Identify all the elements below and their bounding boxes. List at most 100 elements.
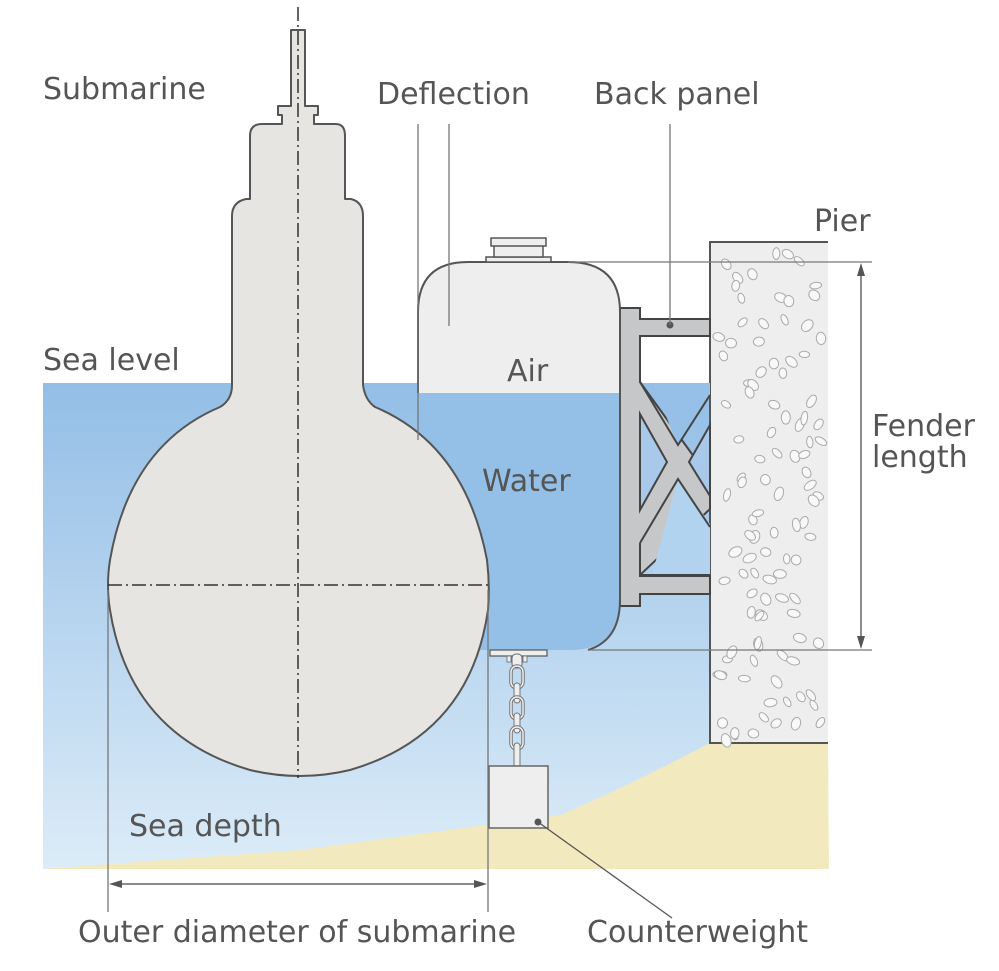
counterweight-leader bbox=[537, 821, 673, 919]
label-sea-depth: Sea depth bbox=[129, 809, 282, 844]
fender-valve-cap bbox=[485, 237, 552, 263]
label-pier: Pier bbox=[814, 204, 871, 239]
pier-pebble bbox=[737, 292, 746, 304]
pier-pebble bbox=[737, 674, 751, 683]
pier-pebble bbox=[807, 494, 820, 507]
pier-pebble bbox=[758, 712, 769, 723]
pier-pebble bbox=[786, 608, 801, 618]
pier-pebble bbox=[766, 426, 777, 439]
outer-diameter-dimension bbox=[109, 880, 487, 888]
pier-pebble bbox=[815, 331, 827, 346]
pier-pebble bbox=[773, 486, 785, 501]
pier-pebble bbox=[746, 606, 756, 619]
pier-pebble bbox=[778, 367, 788, 379]
pier-pebble bbox=[750, 567, 760, 579]
pier-pebble bbox=[747, 268, 758, 281]
pier-pebble bbox=[737, 317, 748, 328]
pier-pebble bbox=[744, 386, 755, 399]
pier-pebble bbox=[812, 637, 825, 650]
pier-pebble bbox=[737, 476, 747, 489]
pier-pebble bbox=[781, 249, 794, 260]
label-fender-length-line2: length bbox=[872, 440, 968, 475]
pier-pebble bbox=[804, 532, 817, 541]
pier-pebble bbox=[782, 696, 792, 708]
pier-pebble bbox=[803, 479, 817, 491]
pier-pebble bbox=[751, 509, 765, 518]
pier-pebble bbox=[728, 546, 743, 558]
pier-pebble bbox=[806, 435, 814, 449]
pier-pebble bbox=[738, 568, 749, 579]
pier-pebble bbox=[775, 593, 789, 603]
pier-pebble bbox=[786, 656, 801, 666]
label-back-panel: Back panel bbox=[594, 77, 760, 112]
pier-pebble bbox=[814, 436, 828, 446]
pier-pebble bbox=[799, 515, 809, 529]
pier-pebble bbox=[790, 554, 802, 566]
pier-pebble bbox=[770, 718, 782, 729]
pier-pebble bbox=[770, 675, 783, 689]
pier-pebble bbox=[800, 319, 814, 333]
label-counterweight: Counterweight bbox=[587, 915, 809, 950]
pier-pebble bbox=[731, 279, 741, 292]
pier-pebble bbox=[798, 350, 811, 359]
pier-pebble bbox=[730, 727, 740, 740]
pier-pebble bbox=[760, 592, 772, 606]
pier-pebble bbox=[800, 410, 809, 426]
pier-pebble bbox=[758, 318, 770, 330]
pier-pebble bbox=[785, 355, 798, 368]
label-sea-level: Sea level bbox=[43, 343, 180, 378]
pier-pebble bbox=[795, 691, 806, 703]
pier-pebble bbox=[780, 314, 789, 326]
pier-pebble bbox=[771, 447, 783, 459]
pier-aggregate-texture bbox=[712, 247, 828, 748]
pier-pebble bbox=[780, 410, 791, 425]
pier-pebble bbox=[718, 576, 731, 586]
seabed-sand bbox=[43, 743, 829, 869]
pier-pebble bbox=[790, 716, 802, 731]
pier-pebble bbox=[769, 526, 779, 539]
pier-pebble bbox=[742, 552, 757, 564]
back-panel-frame bbox=[619, 307, 711, 607]
pier-pebble bbox=[733, 435, 745, 444]
leader-lines bbox=[107, 124, 872, 919]
pier-pebble bbox=[789, 592, 801, 605]
pier-pebble bbox=[793, 256, 805, 267]
pier-pebble bbox=[755, 366, 767, 378]
label-fender-length-line1: Fender bbox=[872, 409, 975, 444]
pier-pebble bbox=[768, 399, 781, 410]
pier-pebble bbox=[749, 654, 759, 667]
pier-pebble bbox=[801, 466, 812, 479]
pier-pebble bbox=[773, 569, 787, 579]
pier-pebble bbox=[806, 394, 817, 408]
pier bbox=[709, 241, 828, 748]
pier-pebble bbox=[809, 699, 819, 711]
pier-pebble bbox=[754, 610, 765, 622]
pier-pebble bbox=[808, 289, 821, 302]
pier-pebble bbox=[782, 553, 791, 565]
pier-pebble bbox=[792, 632, 807, 644]
pier-pebble bbox=[720, 399, 732, 409]
pier-pebble bbox=[768, 357, 780, 370]
pier-pebble bbox=[815, 717, 826, 729]
pier-pebble bbox=[760, 547, 772, 557]
pier-pebble bbox=[722, 488, 732, 502]
pier-pebble bbox=[752, 336, 765, 347]
pier-pebble bbox=[744, 529, 757, 541]
counterweight-block bbox=[488, 765, 549, 829]
submarine bbox=[107, 7, 490, 778]
pier-pebble bbox=[712, 332, 725, 342]
label-water: Water bbox=[482, 464, 571, 499]
pier-pebble bbox=[763, 697, 778, 708]
pier-pebble bbox=[716, 717, 729, 729]
pier-pebble bbox=[813, 418, 824, 431]
label-submarine: Submarine bbox=[43, 72, 206, 107]
pier-pebble bbox=[720, 733, 732, 748]
pier-pebble bbox=[772, 247, 781, 260]
pier-pebble bbox=[798, 449, 811, 460]
pier-pebble bbox=[783, 295, 795, 308]
pier-pebble bbox=[747, 728, 760, 739]
pier-pebble bbox=[725, 337, 737, 349]
label-air: Air bbox=[507, 354, 549, 389]
pier-pebble bbox=[809, 281, 823, 290]
